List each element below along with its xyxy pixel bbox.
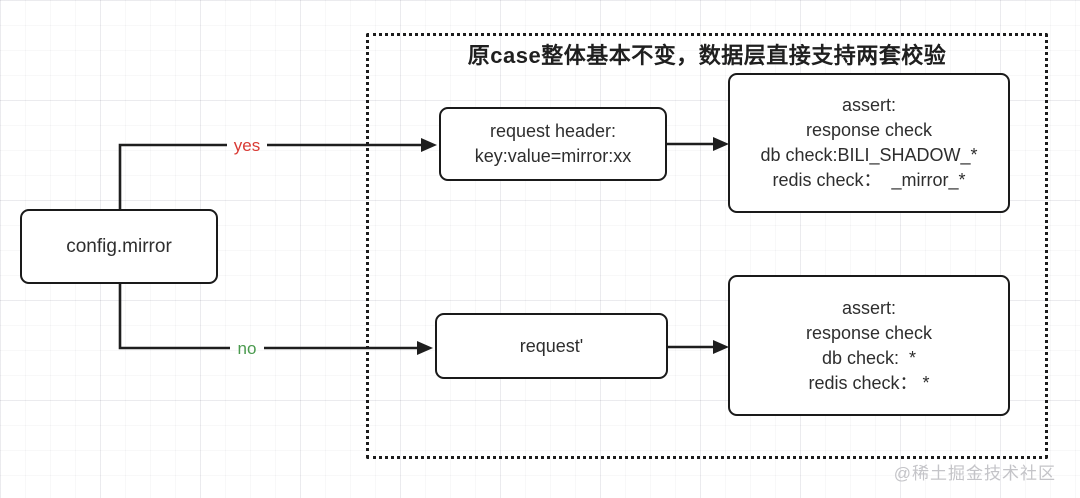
edge-header-to-assert-arrowhead-icon (713, 137, 729, 151)
node-request-header-line-1: request header: (489, 121, 617, 141)
node-assert-mirror-line-1: assert: (841, 95, 897, 115)
node-request-prime: request' (435, 313, 668, 379)
edge-request-to-assert-arrowhead-icon (713, 340, 729, 354)
validation-group-frame (366, 33, 1048, 459)
node-config-mirror: config.mirror (20, 209, 218, 284)
edge-yes-arrowhead-icon (421, 138, 437, 152)
edge-no-segment-left (118, 284, 230, 350)
node-assert-plain-line-1: assert: (841, 297, 897, 318)
node-assert-plain: assert: response check db check: * redis… (728, 275, 1010, 416)
edge-yes-segment-left (118, 143, 227, 209)
node-assert-mirror-line-3: db check:BILI_SHADOW_* (760, 145, 978, 165)
node-request-header-line-2: key:value=mirror:xx (474, 146, 632, 166)
node-request-prime-label: request' (519, 335, 584, 356)
watermark: @稀土掘金技术社区 (893, 464, 1056, 483)
edge-no-arrowhead-icon (417, 341, 433, 355)
node-assert-plain-line-3: db check: * (821, 347, 917, 368)
edge-label-no: no (237, 339, 257, 358)
node-assert-plain-line-4: redis check： * (808, 372, 930, 393)
node-assert-mirror-line-4: redis check： _mirror_* (772, 170, 966, 190)
node-config-mirror-label: config.mirror (66, 236, 172, 257)
edge-label-yes: yes (233, 136, 261, 155)
node-assert-mirror-line-2: response check (805, 120, 933, 140)
node-assert-mirror: assert: response check db check:BILI_SHA… (728, 73, 1010, 213)
diagram-title: 原case整体基本不变，数据层直接支持两套校验 (467, 43, 947, 68)
node-assert-plain-line-2: response check (805, 322, 933, 343)
node-request-header: request header: key:value=mirror:xx (439, 107, 667, 181)
